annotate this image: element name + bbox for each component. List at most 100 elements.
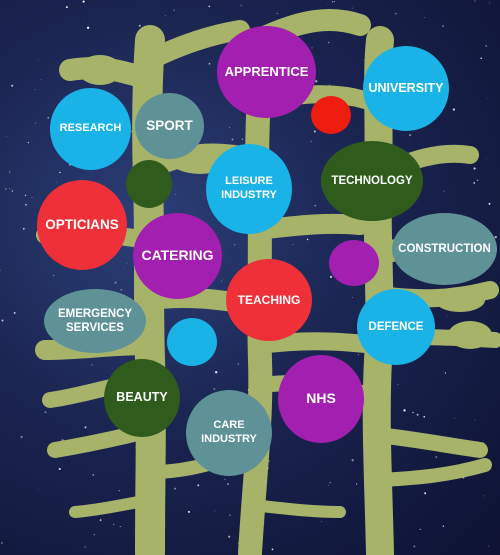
star: [120, 288, 123, 291]
star: [355, 483, 358, 485]
star: [486, 98, 488, 100]
star: [329, 275, 333, 279]
star: [331, 0, 334, 3]
star: [24, 194, 27, 196]
star: [138, 24, 141, 27]
star: [113, 523, 115, 526]
career-defence[interactable]: DEFENCE: [357, 289, 435, 365]
tree-branch: [140, 20, 250, 70]
star: [328, 484, 330, 486]
star: [292, 244, 294, 246]
star: [34, 89, 36, 90]
decorative-red-circle: [311, 96, 351, 134]
star: [487, 545, 490, 547]
star: [351, 459, 354, 462]
star: [187, 510, 190, 513]
star: [47, 116, 50, 119]
career-beauty[interactable]: BEAUTY: [104, 359, 180, 437]
star: [174, 487, 176, 490]
star: [240, 4, 242, 6]
star: [11, 190, 14, 192]
star: [423, 415, 426, 418]
star: [215, 371, 218, 374]
star: [408, 133, 412, 137]
star: [452, 108, 456, 111]
star: [35, 122, 37, 124]
career-construction[interactable]: CONSTRUCTION: [392, 213, 497, 285]
star: [123, 267, 125, 269]
career-teaching[interactable]: TEACHING: [226, 259, 312, 341]
star: [271, 548, 274, 551]
tree-branch: [246, 499, 346, 518]
star: [22, 227, 25, 230]
star: [310, 140, 312, 142]
star: [6, 135, 8, 137]
star: [84, 426, 87, 429]
star: [488, 202, 491, 205]
star: [446, 315, 448, 316]
star: [351, 7, 353, 9]
star: [224, 478, 226, 481]
star: [175, 193, 177, 195]
career-apprentice[interactable]: APPRENTICE: [217, 26, 316, 118]
star: [494, 235, 497, 239]
star: [126, 262, 128, 264]
star: [473, 181, 476, 184]
star: [208, 62, 211, 65]
career-label: TECHNOLOGY: [331, 174, 413, 187]
star: [221, 280, 222, 282]
star: [92, 474, 95, 476]
career-research[interactable]: RESEARCH: [50, 88, 131, 170]
career-label: CARE INDUSTRY: [201, 419, 257, 445]
career-label: BEAUTY: [116, 390, 168, 405]
star: [474, 419, 476, 421]
star: [334, 1, 336, 3]
star: [442, 25, 444, 28]
career-label: RESEARCH: [59, 122, 122, 135]
star: [4, 187, 7, 190]
career-label: OPTICIANS: [45, 216, 119, 232]
career-technology[interactable]: TECHNOLOGY: [321, 141, 423, 221]
star: [20, 435, 23, 439]
career-label: APPRENTICE: [224, 63, 309, 79]
star: [86, 26, 90, 29]
star: [84, 546, 86, 548]
star: [0, 269, 1, 272]
star: [1, 542, 3, 544]
star: [114, 281, 117, 284]
career-label: DEFENCE: [368, 320, 424, 333]
career-catering[interactable]: CATERING: [133, 213, 222, 299]
star: [213, 388, 216, 390]
career-sport[interactable]: SPORT: [135, 93, 204, 159]
star: [173, 9, 175, 11]
career-emergency-services[interactable]: EMERGENCY SERVICES: [44, 289, 146, 353]
career-care-industry[interactable]: CARE INDUSTRY: [186, 390, 272, 476]
star: [403, 409, 406, 412]
star: [443, 190, 445, 192]
star: [351, 297, 353, 298]
career-university[interactable]: UNIVERSITY: [363, 46, 449, 131]
tree-branch: [69, 494, 156, 518]
star: [197, 484, 200, 487]
star: [231, 138, 234, 141]
star: [9, 188, 11, 190]
career-label: NHS: [306, 390, 336, 407]
star: [58, 467, 61, 471]
career-leisure-industry[interactable]: LEISURE INDUSTRY: [206, 144, 292, 234]
career-nhs[interactable]: NHS: [278, 355, 364, 443]
star: [412, 411, 414, 414]
star: [473, 167, 476, 170]
star: [118, 489, 121, 492]
star: [311, 47, 313, 49]
career-label: TEACHING: [237, 292, 301, 307]
star: [91, 364, 93, 366]
career-opticians[interactable]: OPTICIANS: [37, 180, 127, 270]
star: [59, 171, 61, 174]
career-label: UNIVERSITY: [368, 80, 444, 95]
star: [483, 495, 485, 497]
star: [44, 411, 47, 414]
star: [395, 12, 397, 15]
career-label: SPORT: [146, 117, 193, 133]
star: [327, 41, 330, 44]
star: [82, 0, 85, 3]
